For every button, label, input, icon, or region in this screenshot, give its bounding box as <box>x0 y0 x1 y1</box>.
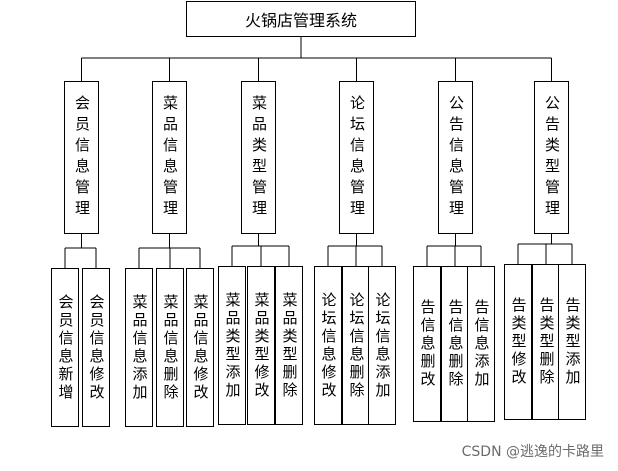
leaf-node: 菜品信息删除 <box>156 268 184 427</box>
group-node-dish-info: 菜品信息管理 <box>152 81 187 234</box>
leaf-node: 告信息删除 <box>441 266 469 422</box>
leaf-label: 菜品信息修改 <box>191 293 210 402</box>
leaf-node: 告信息添加 <box>467 266 495 422</box>
leaf-label: 论坛信息修改 <box>319 291 338 400</box>
leaf-node: 告类型修改 <box>504 264 532 420</box>
leaf-node: 论坛信息添加 <box>368 266 396 425</box>
group-label: 菜品类型管理 <box>250 94 268 221</box>
leaf-node: 论坛信息删除 <box>342 266 370 425</box>
group-node-forum-info: 论坛信息管理 <box>339 81 374 234</box>
root-label: 火锅店管理系统 <box>244 11 357 30</box>
group-node-dish-type: 菜品类型管理 <box>241 81 276 234</box>
leaf-node: 告信息删改 <box>413 266 441 422</box>
leaf-node: 会员信息新增 <box>51 268 79 427</box>
leaf-label: 告信息删除 <box>446 299 465 389</box>
leaf-node: 菜品类型修改 <box>247 266 275 425</box>
leaf-node: 论坛信息修改 <box>314 266 342 425</box>
leaf-node: 告类型添加 <box>558 264 586 420</box>
group-node-member-info: 会员信息管理 <box>64 81 99 234</box>
leaf-node: 菜品类型添加 <box>218 266 246 425</box>
leaf-label: 告类型删除 <box>537 297 556 387</box>
group-label: 论坛信息管理 <box>348 94 366 221</box>
leaf-label: 告类型添加 <box>563 297 582 387</box>
leaf-label: 告类型修改 <box>509 297 528 387</box>
leaf-label: 菜品类型修改 <box>252 291 271 400</box>
leaf-label: 会员信息新增 <box>56 293 75 402</box>
leaf-label: 菜品信息添加 <box>130 293 149 402</box>
leaf-label: 菜品类型添加 <box>223 291 242 400</box>
group-label: 菜品信息管理 <box>161 94 179 221</box>
leaf-label: 菜品信息删除 <box>161 293 180 402</box>
leaf-label: 论坛信息删除 <box>347 291 366 400</box>
leaf-label: 会员信息修改 <box>87 293 106 402</box>
leaf-label: 菜品类型删除 <box>280 291 299 400</box>
watermark: CSDN @逃逸的卡路里 <box>461 444 604 460</box>
leaf-node: 菜品信息添加 <box>125 268 153 427</box>
group-node-notice-info: 公告信息管理 <box>438 81 473 234</box>
leaf-node: 菜品类型删除 <box>275 266 303 425</box>
leaf-node: 菜品信息修改 <box>186 268 214 427</box>
group-label: 会员信息管理 <box>73 94 91 221</box>
group-label: 公告类型管理 <box>543 94 561 221</box>
leaf-node: 告类型删除 <box>532 264 560 420</box>
leaf-label: 告信息删改 <box>418 299 437 389</box>
root-node: 火锅店管理系统 <box>186 1 416 37</box>
group-node-notice-type: 公告类型管理 <box>534 81 569 234</box>
group-label: 公告信息管理 <box>447 94 465 221</box>
leaf-node: 会员信息修改 <box>82 268 110 427</box>
leaf-label: 告信息添加 <box>472 299 491 389</box>
leaf-label: 论坛信息添加 <box>373 291 392 400</box>
